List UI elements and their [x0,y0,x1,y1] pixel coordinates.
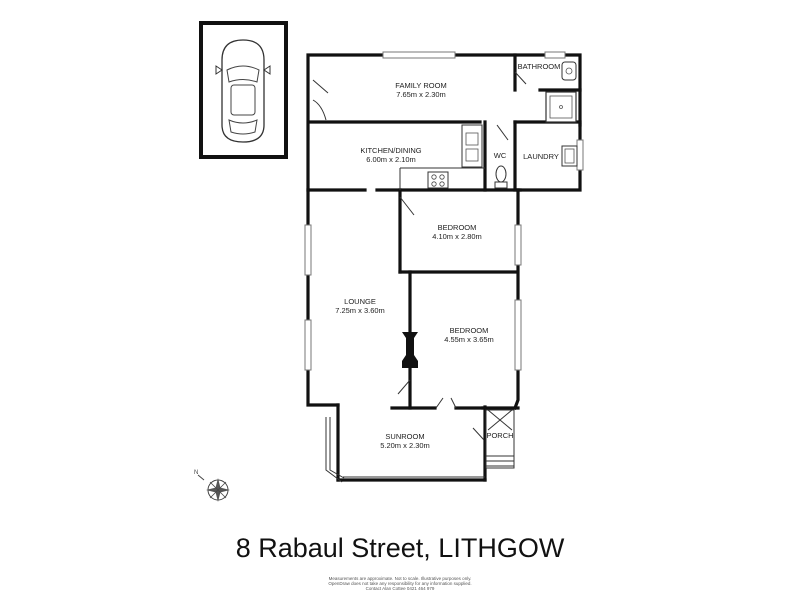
disclaimer-line: OpenDraw does not take any responsibilit… [328,581,472,586]
room-label-sunroom: SUNROOM 5.20m x 2.30m [380,432,430,450]
svg-text:FAMILY ROOM: FAMILY ROOM [395,81,446,90]
room-label-family-room: FAMILY ROOM 7.65m x 2.30m [395,81,446,99]
svg-text:N: N [194,470,198,476]
room-label-bedroom-2: BEDROOM 4.55m x 3.65m [444,326,494,344]
svg-text:WC: WC [494,151,507,160]
walls [306,53,582,482]
fireplace [402,332,418,368]
svg-text:7.25m x 3.60m: 7.25m x 3.60m [335,306,385,315]
doors [312,71,527,441]
kitchen-fixtures [399,124,485,190]
svg-text:PORCH: PORCH [486,431,513,440]
svg-text:5.20m x 2.30m: 5.20m x 2.30m [380,441,430,450]
wc-fixtures [494,165,508,189]
svg-text:BATHROOM: BATHROOM [518,62,561,71]
compass-icon: N [194,470,230,502]
svg-text:SUNROOM: SUNROOM [385,432,424,441]
disclaimer: Measurements are approximate. Not to sca… [300,576,500,591]
disclaimer-line: Contact Alan Cottee 0421 464 979 [365,586,435,591]
room-label-bathroom: BATHROOM [518,62,561,71]
room-label-lounge: LOUNGE 7.25m x 3.60m [335,297,385,315]
svg-text:BEDROOM: BEDROOM [438,223,477,232]
porch-steps [485,409,515,469]
room-label-kitchen-dining: KITCHEN/DINING 6.00m x 2.10m [360,146,421,164]
svg-text:4.10m x 2.80m: 4.10m x 2.80m [432,232,482,241]
disclaimer-line: Measurements are approximate. Not to sca… [328,576,472,581]
garage [199,21,288,159]
svg-text:LAUNDRY: LAUNDRY [523,152,559,161]
svg-text:BEDROOM: BEDROOM [450,326,489,335]
property-address-title: 8 Rabaul Street, LITHGOW [235,533,565,563]
room-label-wc: WC [494,151,507,160]
svg-text:LOUNGE: LOUNGE [344,297,376,306]
svg-text:4.55m x 3.65m: 4.55m x 3.65m [444,335,494,344]
room-label-bedroom-1: BEDROOM 4.10m x 2.80m [432,223,482,241]
svg-text:6.00m x 2.10m: 6.00m x 2.10m [366,155,416,164]
laundry-fixtures [561,145,578,167]
room-label-laundry: LAUNDRY [523,152,559,161]
windows [304,51,584,483]
room-label-porch: PORCH [486,431,513,440]
svg-text:7.65m x 2.30m: 7.65m x 2.30m [396,90,446,99]
svg-text:KITCHEN/DINING: KITCHEN/DINING [360,146,421,155]
car-icon [215,39,271,143]
bathroom-fixtures [545,61,577,123]
